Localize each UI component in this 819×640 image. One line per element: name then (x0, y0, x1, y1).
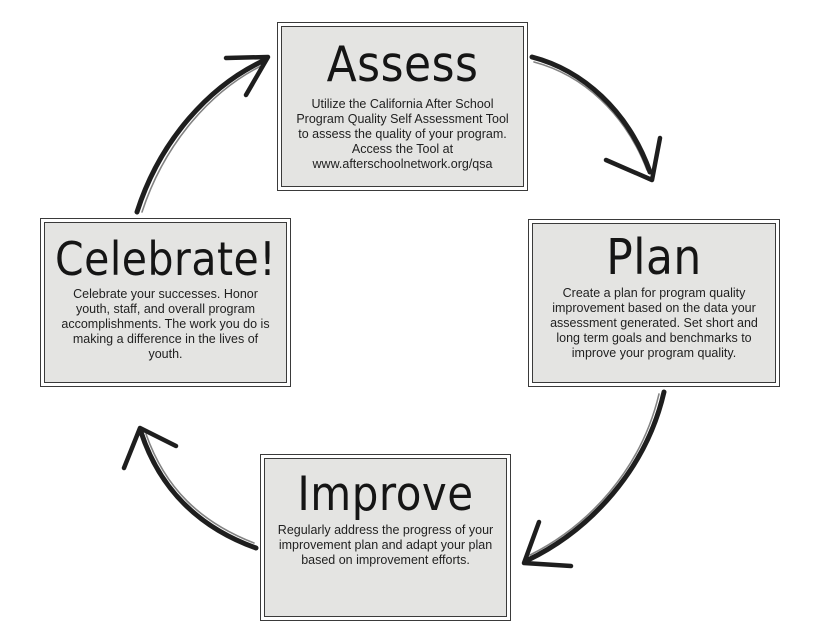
stage-improve-panel: Improve Regularly address the progress o… (264, 458, 507, 617)
arrow-assess-to-plan (529, 54, 663, 183)
stage-assess-description: Utilize the California After School Prog… (296, 97, 509, 171)
stage-plan-panel: Plan Create a plan for program quality i… (532, 223, 776, 383)
stage-celebrate: Celebrate! Celebrate your successes. Hon… (40, 218, 291, 387)
stage-assess-title: Assess (326, 36, 479, 94)
stage-plan-description: Create a plan for program quality improv… (550, 286, 758, 360)
arrow-celebrate-to-assess (134, 54, 271, 215)
stage-improve-title: Improve (297, 466, 474, 522)
stage-assess-panel: Assess Utilize the California After Scho… (281, 26, 524, 187)
stage-improve-description: Regularly address the progress of your i… (277, 523, 494, 567)
stage-celebrate-description: Celebrate your successes. Honor youth, s… (61, 287, 270, 361)
stage-plan: Plan Create a plan for program quality i… (528, 219, 780, 387)
stage-celebrate-panel: Celebrate! Celebrate your successes. Hon… (44, 222, 287, 383)
arrow-improve-to-celebrate (121, 425, 259, 551)
stage-celebrate-title: Celebrate! (55, 232, 277, 287)
stage-assess: Assess Utilize the California After Scho… (277, 22, 528, 191)
arrow-plan-to-improve (521, 389, 667, 569)
stage-improve: Improve Regularly address the progress o… (260, 454, 511, 621)
stage-plan-title: Plan (606, 229, 702, 287)
